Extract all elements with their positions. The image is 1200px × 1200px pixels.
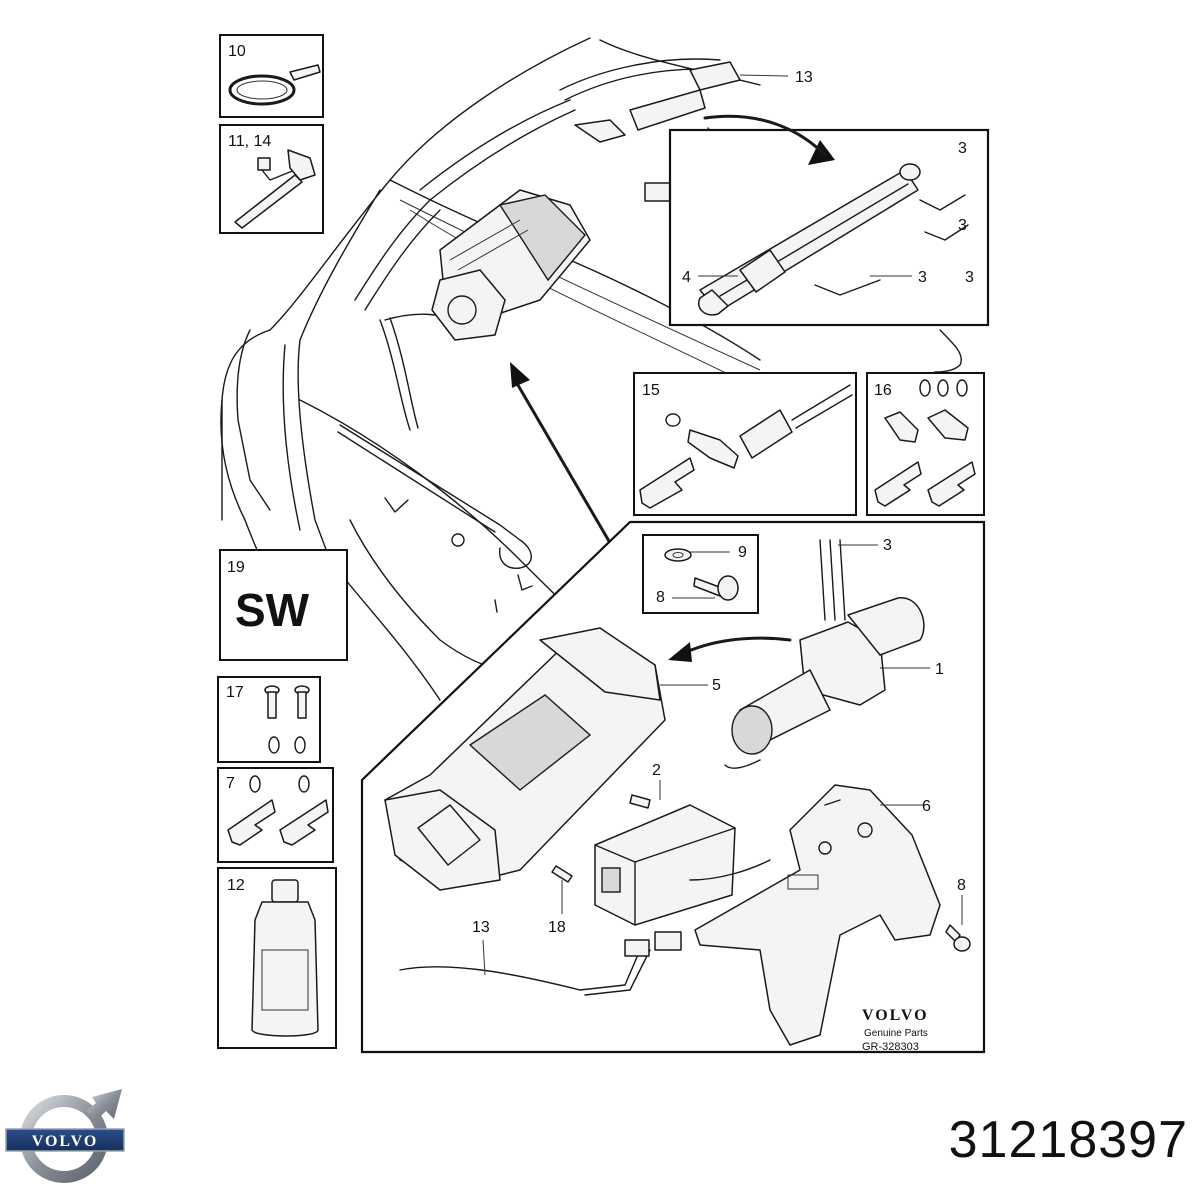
part-number: 31218397 — [948, 1111, 1188, 1169]
inset-7: 7 — [217, 767, 334, 863]
reference-code: GR-328303 — [862, 1041, 919, 1053]
callout-3-a: 3 — [958, 140, 967, 157]
inset-16: 16 — [866, 372, 985, 516]
main-exploded-view: 9 8 3 1 5 2 — [360, 520, 986, 1054]
callout-6: 6 — [922, 798, 931, 815]
inset-17: 17 — [217, 676, 321, 763]
inset-16-label: 16 — [874, 382, 892, 399]
inset-cylinder: 3 3 3 3 4 — [668, 114, 990, 327]
sw-code: SW — [235, 584, 310, 636]
callout-9: 9 — [738, 544, 747, 561]
volvo-logo: VOLVO — [5, 1089, 125, 1183]
inset-10-label: 10 — [228, 43, 246, 60]
inset-19-sw: 19 SW — [219, 549, 348, 661]
inset-19-label: 19 — [227, 559, 245, 576]
callout-18: 18 — [548, 919, 566, 936]
inset-12-label: 12 — [227, 877, 245, 894]
callout-13-top: 13 — [795, 69, 813, 86]
inset-15-label: 15 — [642, 382, 660, 399]
logo-text: VOLVO — [32, 1133, 99, 1150]
reference-subtitle: Genuine Parts — [864, 1028, 928, 1039]
callout-3-b: 3 — [958, 217, 967, 234]
hydraulic-unit-installed — [431, 189, 591, 341]
reference-brand: VOLVO — [862, 1007, 929, 1024]
callout-1: 1 — [935, 661, 944, 678]
callout-3-main: 3 — [883, 537, 892, 554]
callout-5: 5 — [712, 677, 721, 694]
inset-17-label: 17 — [226, 684, 244, 701]
inset-15: 15 — [633, 372, 857, 516]
callout-8-b: 8 — [957, 877, 966, 894]
inset-7-label: 7 — [226, 775, 235, 792]
callout-4: 4 — [682, 269, 691, 286]
callout-3-c: 3 — [965, 269, 974, 286]
inset-10: 10 — [219, 34, 324, 118]
inset-11-14: 11, 14 — [219, 124, 324, 234]
inset-11-14-label: 11, 14 — [228, 133, 271, 150]
callout-13-bottom: 13 — [472, 919, 490, 936]
arrow-to-installed-unit — [510, 362, 622, 562]
inset-12: 12 — [217, 867, 337, 1049]
callout-3-d: 3 — [918, 269, 927, 286]
callout-2: 2 — [652, 762, 661, 779]
callout-8-a: 8 — [656, 589, 665, 606]
